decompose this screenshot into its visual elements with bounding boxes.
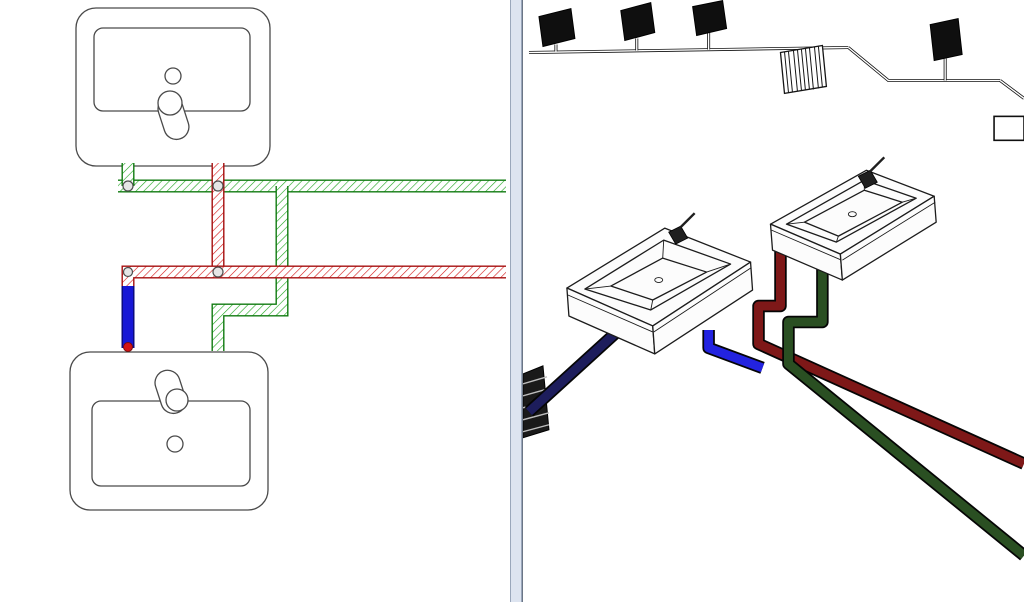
wall-panels[interactable]: [538, 0, 963, 62]
drain-3d: [654, 277, 664, 283]
radiator[interactable]: [779, 44, 828, 95]
sink-3d-right[interactable]: [769, 156, 937, 281]
drain-3d: [847, 211, 857, 218]
duct-outline: [993, 115, 1024, 142]
ceiling-pipe-run[interactable]: [528, 32, 1024, 142]
view-3d[interactable]: [522, 0, 1024, 602]
sink-fixture-bottom[interactable]: [69, 351, 269, 511]
wall-panel-2[interactable]: [620, 1, 656, 42]
plan-view-2d[interactable]: [0, 0, 510, 602]
wall-panel-4[interactable]: [929, 17, 963, 62]
sink-3d-left[interactable]: [566, 212, 754, 355]
wall-panel-3[interactable]: [692, 0, 728, 37]
pipe-fitting[interactable]: [122, 180, 134, 192]
wall-panel-1[interactable]: [538, 7, 576, 48]
pipe-3d-green[interactable]: [782, 258, 1024, 561]
panel-divider[interactable]: [510, 0, 522, 602]
faucet: [154, 369, 189, 415]
pipe-3d-blue[interactable]: [702, 329, 765, 374]
pipe-fittings[interactable]: [122, 180, 224, 352]
faucet-3d: [857, 156, 886, 189]
pipe-fitting[interactable]: [212, 266, 224, 278]
green-pipe-run[interactable]: [118, 163, 506, 351]
faucet-3d: [668, 212, 696, 245]
sink-fixture-top[interactable]: [75, 7, 271, 167]
faucet: [157, 90, 190, 141]
pipe-fitting[interactable]: [212, 180, 224, 192]
pipe-3d-red[interactable]: [752, 248, 1024, 470]
pipe-fitting-red[interactable]: [123, 342, 133, 352]
drain-hole: [166, 435, 184, 453]
pipe-fitting[interactable]: [122, 266, 134, 278]
drain-hole: [164, 67, 182, 85]
